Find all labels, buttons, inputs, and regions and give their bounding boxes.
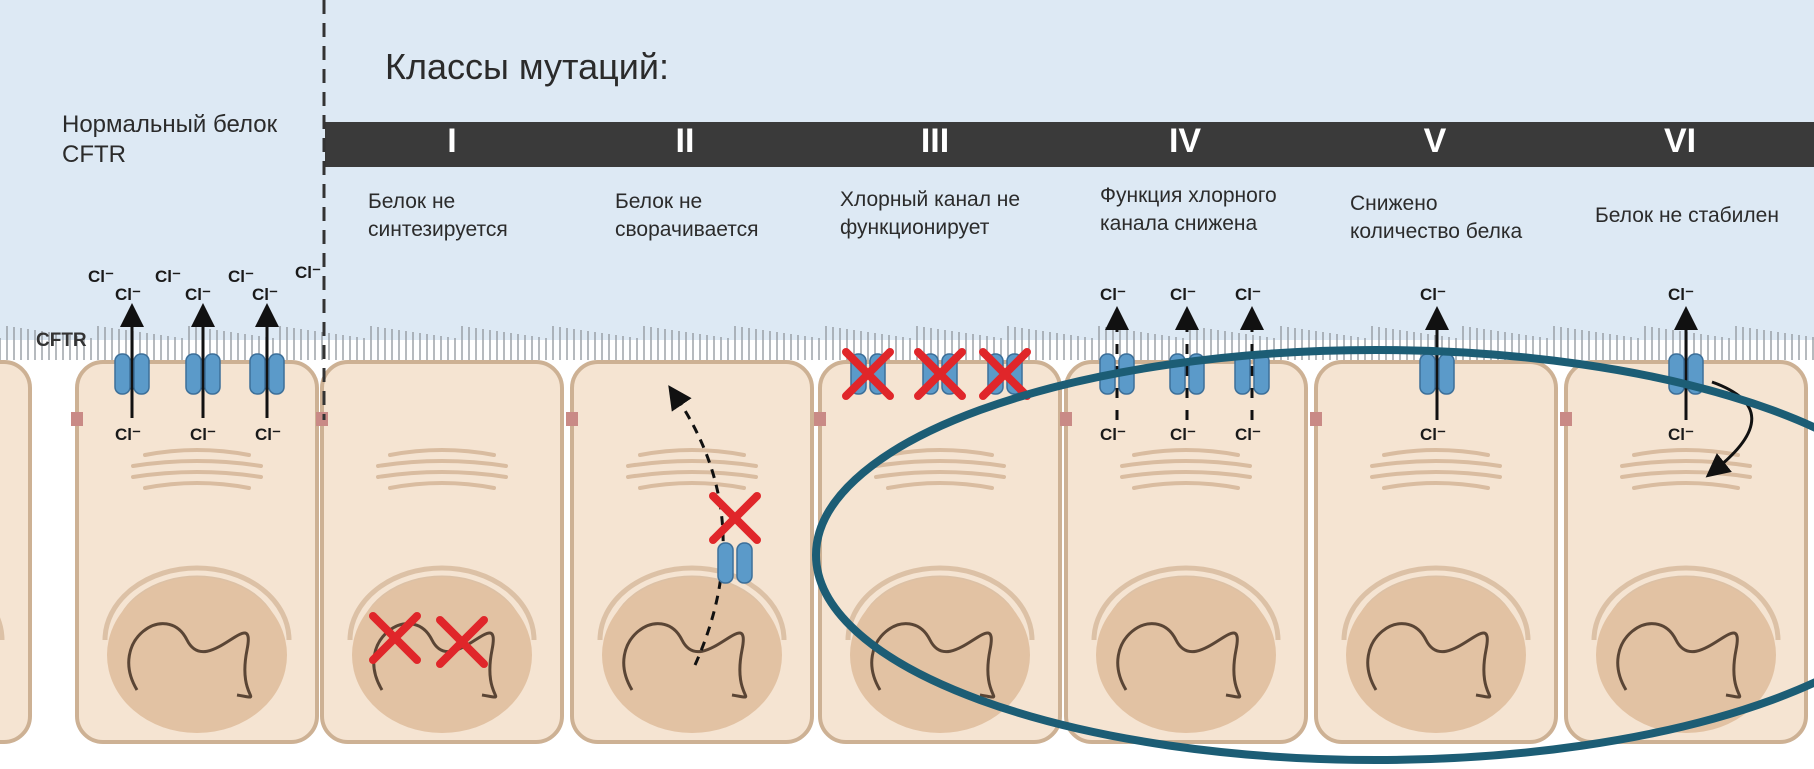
class-ii-description: Белок не сворачивается: [615, 188, 759, 244]
class-i-description: Белок не синтезируется: [368, 188, 508, 244]
chloride-ion-label: Cl⁻: [255, 425, 281, 444]
cell-body: [0, 362, 30, 742]
class-iii-description: Хлорный канал не функционирует: [840, 186, 1020, 242]
epithelial-cell: [0, 362, 30, 742]
chloride-ion-label: Cl⁻: [1420, 285, 1446, 304]
chloride-ion-label: Cl⁻: [1668, 285, 1694, 304]
epithelial-cell: [71, 362, 317, 742]
class-numeral-i: I: [422, 122, 482, 161]
chloride-ion-label: Cl⁻: [252, 285, 278, 304]
tight-junction: [814, 412, 826, 426]
nucleus: [602, 577, 782, 733]
chloride-ion-label: Cl⁻: [115, 425, 141, 444]
chloride-ion-label: Cl⁻: [190, 425, 216, 444]
chloride-ion-label: Cl⁻: [1235, 285, 1261, 304]
mutation-classes-title: Классы мутаций:: [385, 46, 669, 88]
tight-junction: [71, 412, 83, 426]
class-vi-description: Белок не стабилен: [1595, 202, 1779, 230]
chloride-ion-label: Cl⁻: [1100, 425, 1126, 444]
class-numeral-v: V: [1405, 122, 1465, 161]
chloride-ion-label: Cl⁻: [1170, 285, 1196, 304]
chloride-ion-label: Cl⁻: [1235, 425, 1261, 444]
chloride-ion-label: Cl⁻: [1100, 285, 1126, 304]
chloride-ion-label: Cl⁻: [1420, 425, 1446, 444]
epithelial-cell: [1310, 362, 1556, 742]
class-iv-description: Функция хлорного канала снижена: [1100, 182, 1277, 238]
chloride-ion-label: Cl⁻: [155, 267, 181, 286]
chloride-ion-label: Cl⁻: [88, 267, 114, 286]
tight-junction: [1060, 412, 1072, 426]
class-numeral-iv: IV: [1155, 122, 1215, 161]
epithelial-cell: [1060, 362, 1306, 742]
chloride-ion-label: Cl⁻: [228, 267, 254, 286]
cftr-membrane-label: CFTR: [36, 330, 87, 352]
chloride-ion-label: Cl⁻: [1668, 425, 1694, 444]
class-numeral-vi: VI: [1650, 122, 1710, 161]
epithelial-cell: [1560, 362, 1806, 742]
class-v-description: Снижено количество белка: [1350, 190, 1522, 246]
chloride-ion-label: Cl⁻: [115, 285, 141, 304]
chloride-ion-label: Cl⁻: [185, 285, 211, 304]
chloride-ion-label: Cl⁻: [295, 263, 321, 282]
epithelial-cells: [0, 362, 1806, 742]
normal-protein-label: Нормальный белок CFTR: [62, 110, 277, 170]
class-iii-channels: [846, 352, 1027, 396]
tight-junction: [1560, 412, 1572, 426]
tight-junction: [566, 412, 578, 426]
nucleus: [1346, 577, 1526, 733]
chloride-ion-label: Cl⁻: [1170, 425, 1196, 444]
epithelial-cell: [316, 362, 562, 742]
mutation-class-header-bar: [325, 122, 1814, 167]
tight-junction: [1310, 412, 1322, 426]
nucleus: [107, 577, 287, 733]
class-numeral-iii: III: [905, 122, 965, 161]
class-numeral-ii: II: [655, 122, 715, 161]
tight-junction: [316, 412, 328, 426]
nucleus: [1096, 577, 1276, 733]
